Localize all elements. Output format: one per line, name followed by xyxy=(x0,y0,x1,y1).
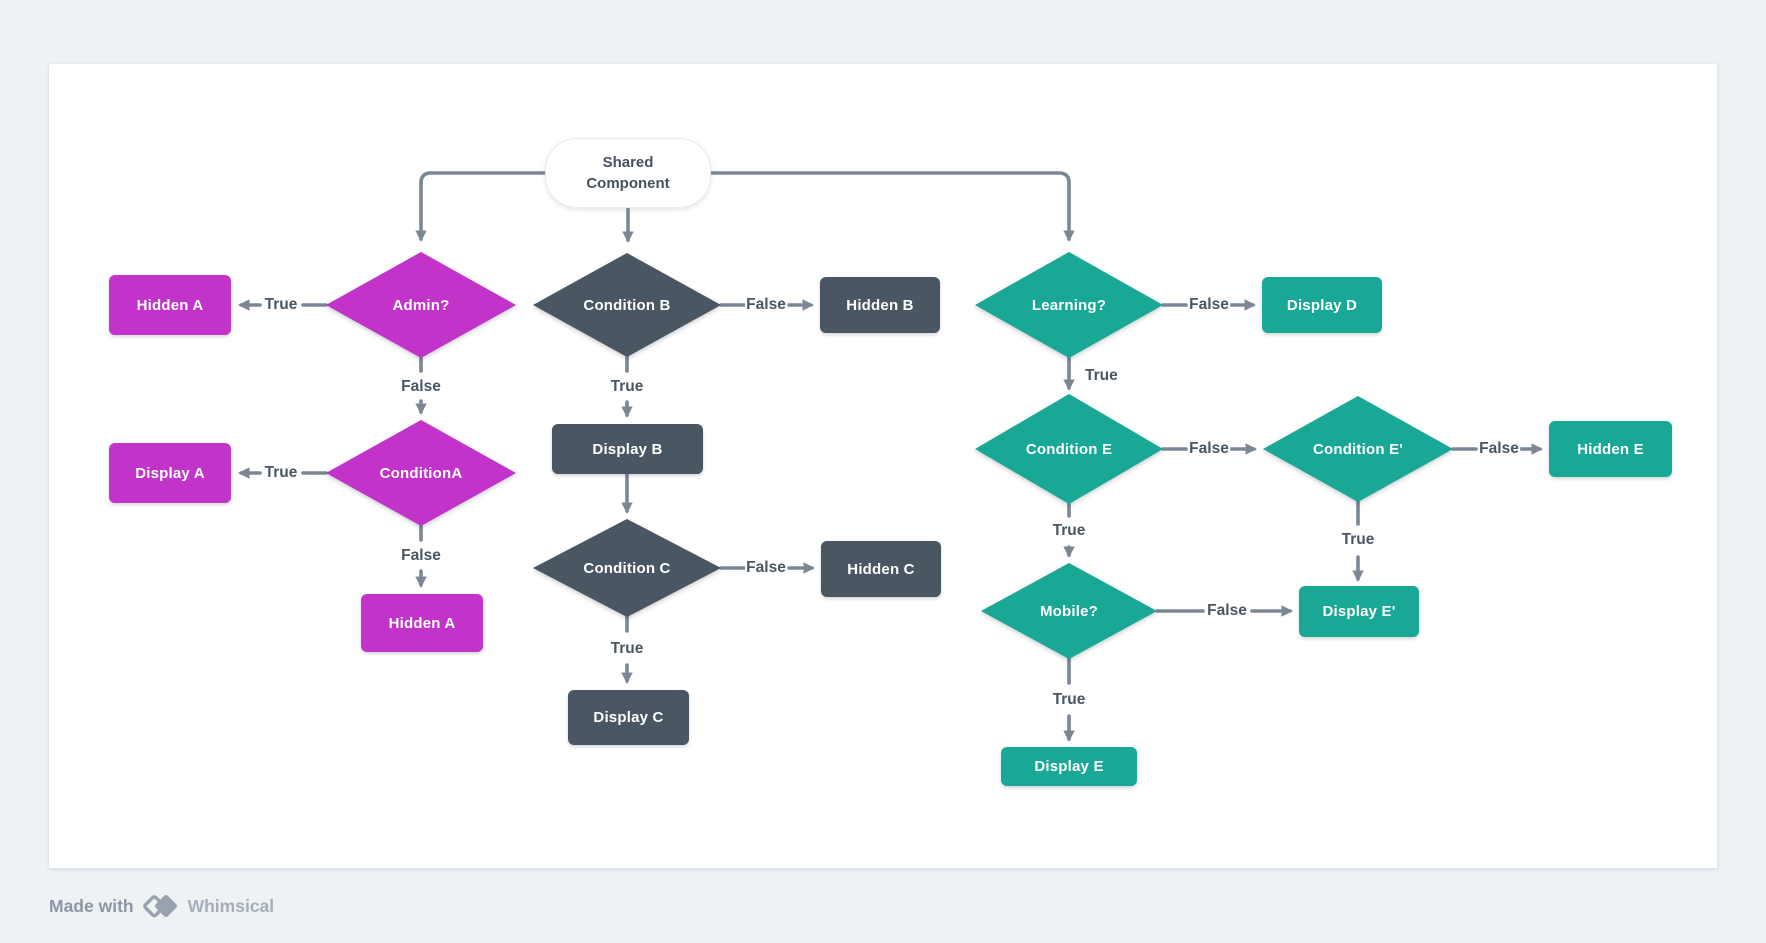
edge-label-condition-c-true: True xyxy=(609,640,645,658)
whimsical-attribution-link[interactable]: Made with Whimsical xyxy=(49,888,274,924)
node-shared-component[interactable]: Shared Component xyxy=(545,138,711,208)
whimsical-brand-text: Whimsical xyxy=(187,895,275,916)
node-admin-decision[interactable]: Admin? xyxy=(326,252,516,358)
edge-label-condition-b-true: True xyxy=(609,378,645,396)
node-display-c[interactable]: Display C xyxy=(568,690,689,745)
node-learning-label: Learning? xyxy=(975,252,1163,358)
node-display-b[interactable]: Display B xyxy=(552,424,703,474)
node-display-e-prime[interactable]: Display E' xyxy=(1299,586,1419,637)
whimsical-diamond-logo-icon xyxy=(142,895,177,918)
node-mobile-decision[interactable]: Mobile? xyxy=(981,563,1157,659)
edge-label-condition-e-prime-false: False xyxy=(1478,440,1520,458)
edge-label-condition-b-false: False xyxy=(745,296,787,314)
node-condition-a-label: ConditionA xyxy=(326,420,516,526)
edge-label-mobile-false: False xyxy=(1206,602,1248,620)
edge-label-condition-c-false: False xyxy=(745,559,787,577)
edge-label-admin-true: True xyxy=(263,296,299,314)
edge-label-condition-a-false: False xyxy=(400,547,442,565)
node-condition-e-prime-label: Condition E' xyxy=(1263,396,1453,502)
node-condition-e-prime-decision[interactable]: Condition E' xyxy=(1263,396,1453,502)
node-shared-component-label-line2: Component xyxy=(586,175,670,192)
edge-label-admin-false: False xyxy=(400,378,442,396)
node-condition-a-decision[interactable]: ConditionA xyxy=(326,420,516,526)
node-condition-c-label: Condition C xyxy=(533,519,721,617)
edge-label-learning-true: True xyxy=(1084,367,1119,385)
node-condition-b-decision[interactable]: Condition B xyxy=(533,253,721,357)
node-condition-e-decision[interactable]: Condition E xyxy=(975,394,1163,504)
edge-label-mobile-true: True xyxy=(1051,691,1087,709)
node-hidden-e[interactable]: Hidden E xyxy=(1549,421,1672,477)
node-condition-b-label: Condition B xyxy=(533,253,721,357)
node-hidden-a-top[interactable]: Hidden A xyxy=(109,275,231,335)
node-condition-e-label: Condition E xyxy=(975,394,1163,504)
node-display-d[interactable]: Display D xyxy=(1262,277,1382,333)
edge-label-learning-false: False xyxy=(1188,296,1230,314)
edge-label-condition-e-prime-true: True xyxy=(1340,531,1376,549)
node-hidden-a-bottom[interactable]: Hidden A xyxy=(361,594,483,652)
node-learning-decision[interactable]: Learning? xyxy=(975,252,1163,358)
node-condition-c-decision[interactable]: Condition C xyxy=(533,519,721,617)
node-display-a[interactable]: Display A xyxy=(109,443,231,503)
made-with-text: Made with xyxy=(49,895,134,916)
node-hidden-b[interactable]: Hidden B xyxy=(820,277,940,333)
node-admin-label: Admin? xyxy=(326,252,516,358)
node-hidden-c[interactable]: Hidden C xyxy=(821,541,941,597)
edge-label-condition-e-true: True xyxy=(1051,522,1087,540)
node-display-e[interactable]: Display E xyxy=(1001,747,1137,786)
node-mobile-label: Mobile? xyxy=(981,563,1157,659)
diagram-canvas xyxy=(49,64,1717,868)
node-shared-component-label-line1: Shared xyxy=(602,154,654,171)
edge-label-condition-a-true: True xyxy=(263,464,299,482)
edge-label-condition-e-false: False xyxy=(1188,440,1230,458)
